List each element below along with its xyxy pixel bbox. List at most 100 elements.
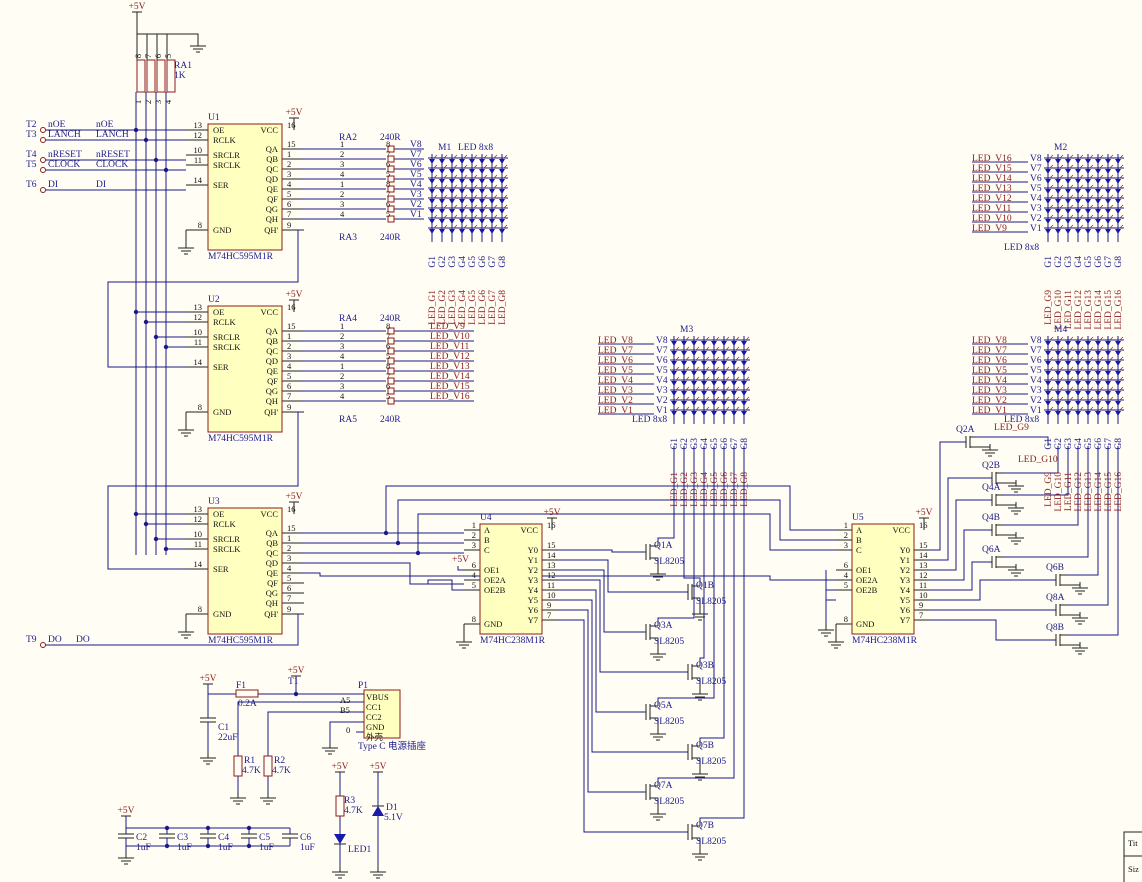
led-emission	[1089, 396, 1094, 401]
col-drive	[657, 446, 675, 546]
led-emission	[735, 356, 740, 361]
chip-body-u5	[851, 523, 915, 635]
led-diode	[439, 229, 445, 234]
led-diode	[1065, 199, 1071, 204]
power-label: +5V	[332, 762, 349, 772]
led-diode	[1105, 209, 1111, 214]
led-emission	[1059, 214, 1064, 219]
pin-number: 11	[547, 580, 555, 590]
led-emission	[1099, 386, 1104, 391]
pin-name: Y2	[528, 565, 538, 575]
led-diode	[1075, 169, 1081, 174]
pin-name: GND	[484, 619, 502, 629]
pin-number: 6	[287, 583, 291, 593]
mosfet-part: SL8205	[654, 717, 684, 727]
led-diode	[1105, 411, 1111, 416]
led-diode	[1075, 189, 1081, 194]
led-emission	[1109, 184, 1114, 189]
pin-number: 4	[340, 391, 345, 401]
mosfet-ref: Q4B	[982, 513, 1000, 523]
led-emission	[1099, 406, 1104, 411]
led-emission	[463, 174, 468, 179]
led-emission	[1109, 366, 1114, 371]
pin-name: RCLK	[213, 135, 237, 145]
led-diode	[1115, 411, 1121, 416]
junction-dot	[153, 157, 159, 163]
row-label: V6	[410, 160, 422, 170]
pin-number: 4	[340, 169, 345, 179]
led-emission	[1109, 164, 1114, 169]
led-emission	[705, 366, 710, 371]
chip-ref: U2	[208, 295, 220, 305]
led-diode	[429, 209, 435, 214]
led-emission	[695, 406, 700, 411]
wire	[457, 566, 464, 571]
led-diode	[1065, 381, 1071, 386]
ra-value: 240R	[380, 133, 401, 143]
led-diode	[459, 179, 465, 184]
pin-number: 12	[194, 130, 203, 140]
pin-name: QG	[266, 588, 278, 598]
pin-number: 4	[163, 99, 173, 104]
led-emission	[745, 346, 750, 351]
pin-name: QF	[267, 194, 278, 204]
led-diode	[1115, 209, 1121, 214]
led-diode	[1075, 179, 1081, 184]
row-label: V1	[656, 406, 668, 416]
net-label: LED_G1	[670, 472, 680, 507]
pin-number: 5	[844, 580, 848, 590]
pin-number: 10	[919, 590, 928, 600]
row-label: V8	[1030, 154, 1042, 164]
pin-number: 8	[472, 614, 476, 624]
led-diode	[429, 169, 435, 174]
net-label: LED_V1	[598, 406, 633, 416]
led-emission	[493, 194, 498, 199]
led-emission	[735, 336, 740, 341]
junction-dot	[163, 546, 169, 552]
pin-number: 16	[287, 504, 296, 514]
pin-number: 14	[194, 559, 203, 569]
pin-number: 1	[287, 149, 291, 159]
col-label: G8	[498, 256, 508, 268]
net-label: LED_V4	[972, 376, 1007, 386]
net-label: LED_V11	[972, 204, 1011, 214]
row-label: V1	[1030, 224, 1042, 234]
net-label: LED_G14	[1094, 290, 1104, 330]
led-emission	[1119, 224, 1124, 229]
cap-value: 22uF	[218, 733, 238, 743]
gate-drive	[930, 441, 966, 551]
net-label: DI	[96, 180, 106, 190]
pin-number: 6	[287, 199, 291, 209]
led-diode	[671, 411, 677, 416]
led-diode	[1065, 209, 1071, 214]
ra-element	[387, 165, 395, 173]
gate-drive	[558, 619, 680, 833]
gate-drive	[930, 561, 992, 591]
led-diode	[731, 401, 737, 406]
pin-number: 11	[194, 155, 202, 165]
led-emission	[1089, 406, 1094, 411]
pin-name: OE	[213, 125, 224, 135]
led-diode	[489, 189, 495, 194]
led-diode	[479, 199, 485, 204]
row-label: V1	[1030, 406, 1042, 416]
net-label: LED_G16	[1114, 472, 1124, 512]
led-emission	[1099, 396, 1104, 401]
led-emission	[433, 154, 438, 159]
row-label: V3	[1030, 204, 1042, 214]
pin-name: RCLK	[213, 519, 237, 529]
led-diode	[489, 229, 495, 234]
pin-number: 10	[547, 590, 556, 600]
test-point-ref: T6	[26, 180, 37, 190]
led-diode	[1065, 219, 1071, 224]
col-label: G5	[1084, 256, 1094, 268]
col-label: G2	[438, 256, 448, 268]
col-label: G1	[428, 256, 438, 268]
led-diode	[1095, 179, 1101, 184]
pin-name: QG	[266, 204, 278, 214]
led-diode	[1105, 229, 1111, 234]
pin-number: 2	[287, 341, 291, 351]
addr-wire	[397, 499, 836, 543]
led-emission	[715, 386, 720, 391]
led-emission	[685, 366, 690, 371]
